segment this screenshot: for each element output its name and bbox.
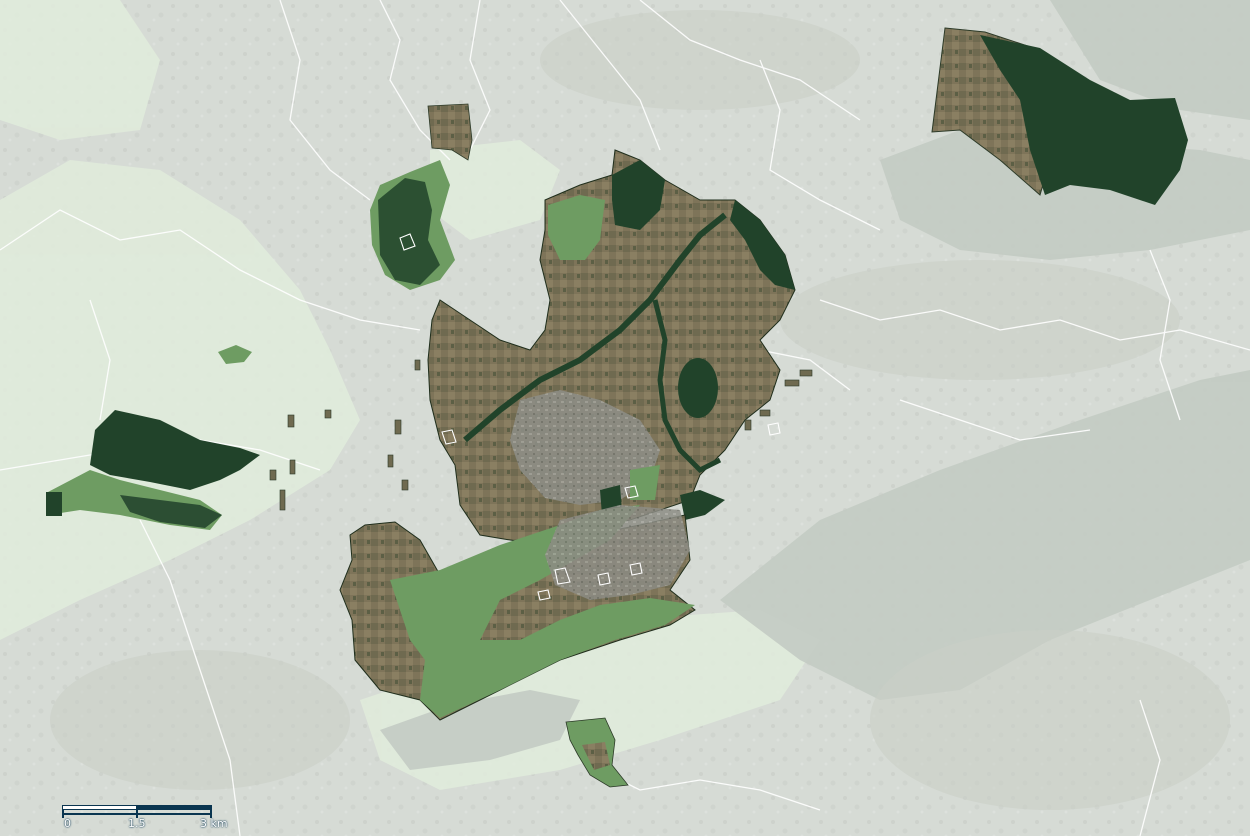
patch-west-small[interactable] [218,345,252,364]
lowland-tint-layer [0,0,820,790]
reserve-central-forest-e [730,200,795,290]
reserve-west-dark [90,410,260,490]
reserve-central-river-east [652,299,722,474]
river-south [380,690,580,770]
reserve-northeast[interactable] [931,27,1188,205]
scale-bar: 0 1.5 3 km [62,805,228,835]
lowland-northwest [0,0,160,140]
small-parcels [269,359,813,511]
reserve-south-small[interactable] [565,717,629,788]
scale-segment-1 [62,805,137,810]
reserve-south-small-farmland [582,742,610,770]
reserve-northeast-forest [980,35,1188,205]
reserve-west[interactable] [46,410,260,530]
reserve-central-meadow-nw [548,195,605,260]
scale-tick-0 [62,810,64,818]
bay-far-east [1050,0,1250,120]
scale-label-end: 3 km [200,817,228,830]
scale-label-mid: 1.5 [128,817,146,830]
reserve-west-tip [46,492,62,516]
scale-label-0: 0 [64,817,71,830]
scale-segment-2 [137,805,212,810]
reserve-central[interactable] [427,149,796,546]
reserve-south[interactable] [339,505,696,721]
lowland-north [430,140,560,240]
reserve-central-meadow-s [630,465,660,500]
reserve-central-forest-ne [612,160,665,230]
lowland-west [0,160,360,640]
scale-tick-mid [136,810,138,818]
water-tint-layer [380,0,1250,770]
white-outline-features [399,233,781,601]
reserve-north-hill[interactable] [370,160,455,290]
scale-tick-end [210,810,212,818]
reserve-north-hill-dark [378,178,440,285]
reserve-south-urban [545,505,690,600]
terrain-shading [50,10,1230,810]
reserve-south-meadow [390,505,695,718]
reserve-central-urban [510,390,660,505]
reserve-west-dark-lower [120,495,222,528]
reserve-central-river [463,212,727,443]
reserve-central-forest-se [680,490,725,520]
reserve-central-lake [678,358,718,418]
patch-north-farmland[interactable] [427,103,473,161]
bay-east [720,370,1250,700]
